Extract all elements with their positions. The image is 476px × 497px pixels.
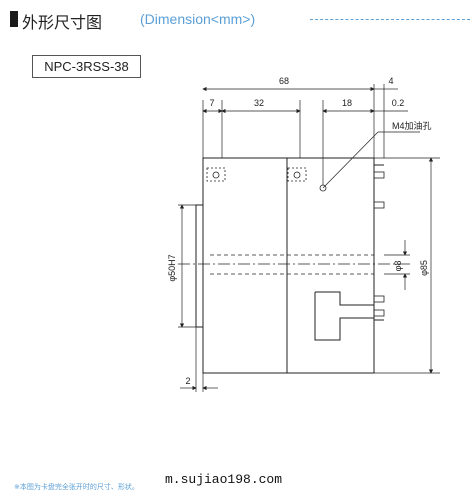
hole-left-center: [212, 171, 220, 179]
part-body: [195, 157, 384, 374]
dim-flange: 2: [185, 376, 190, 386]
header-dashed-rule: [310, 19, 470, 20]
dim-right-offset: 4: [388, 76, 393, 86]
hole-left: [206, 167, 226, 182]
header-bullet: [10, 11, 18, 27]
body-outline: [202, 157, 375, 374]
centerline: [178, 254, 410, 275]
section-header: 外形尺寸图 (Dimension<mm>): [10, 6, 470, 32]
dim-bore: φ50H7: [167, 254, 177, 281]
hole-right: [287, 167, 307, 182]
flange-lip: [195, 204, 204, 328]
callout-oil-port: M4加油孔: [392, 120, 432, 131]
section-title: 外形尺寸图: [22, 15, 103, 32]
dim-outer-diameter: φ85: [419, 260, 429, 276]
mounting-holes: [206, 167, 327, 192]
hole-right-center: [293, 171, 301, 179]
dim-lines: [178, 84, 440, 392]
footnote: ※本图为卡盘完全张开时的尺寸、形状。: [14, 484, 139, 491]
model-label: NPC-3RSS-38: [32, 55, 141, 78]
watermark: m.sujiao198.com: [165, 472, 283, 487]
section-subtitle: (Dimension<mm>): [140, 11, 256, 27]
dim-clearance: 0.2: [392, 98, 405, 108]
dim-hole-spacing: 32: [254, 98, 264, 108]
dim-port-offset: 18: [342, 98, 352, 108]
side-bolts: [373, 171, 385, 317]
slot-outline: [314, 291, 375, 341]
dim-overall-length: 68: [279, 76, 289, 86]
dim-shaft: φ8: [393, 261, 403, 272]
dim-left-offset: 7: [209, 98, 214, 108]
